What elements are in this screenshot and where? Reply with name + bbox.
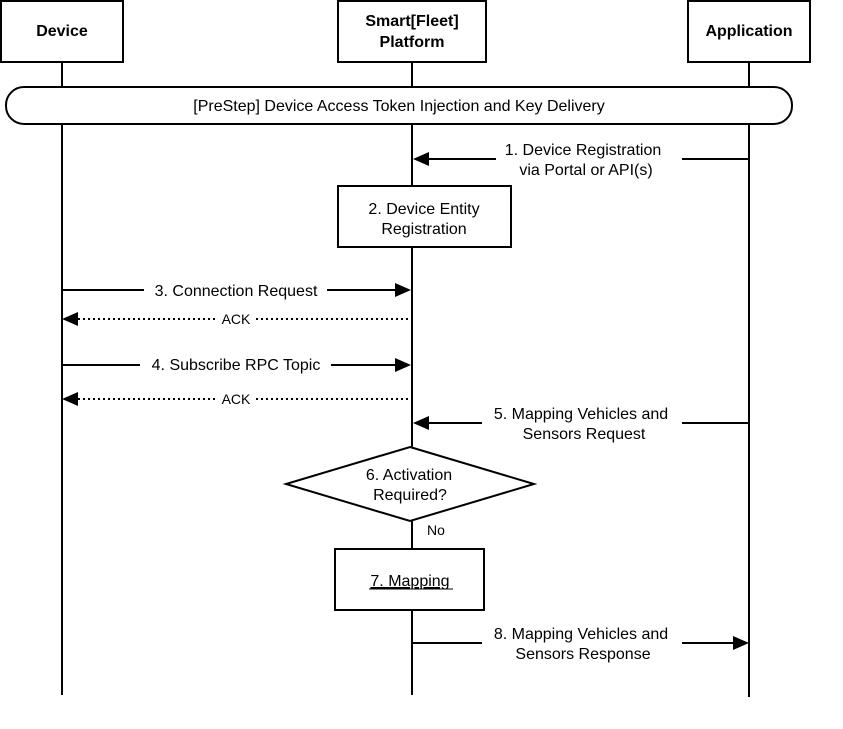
message-ack-1: ACK <box>62 311 412 327</box>
actor-device: Device <box>0 0 124 63</box>
message-3-connection-request: 3. Connection Request <box>62 283 411 300</box>
actor-device-label: Device <box>36 23 88 40</box>
message-4-subscribe-rpc-topic: 4. Subscribe RPC Topic <box>62 357 411 374</box>
ack-1-label: ACK <box>222 311 251 327</box>
step-6-activation-decision: 6. Activation Required? No <box>282 445 538 538</box>
message-5-mapping-request: 5. Mapping Vehicles and Sensors Request <box>413 406 749 443</box>
message-3-label: 3. Connection Request <box>155 283 318 300</box>
message-5-label-line2: Sensors Request <box>523 426 646 443</box>
step-2-device-entity-registration: 2. Device Entity Registration <box>337 185 512 248</box>
step-6-label-line2: Required? <box>373 487 447 504</box>
step-7-label: 7. Mapping <box>370 573 449 590</box>
ack-2-label: ACK <box>222 391 251 407</box>
step-2-label-line1: 2. Device Entity <box>368 201 479 218</box>
actor-platform-label-line1: Smart[Fleet] <box>365 13 458 30</box>
message-4-label: 4. Subscribe RPC Topic <box>152 357 321 374</box>
message-8-mapping-response: 8. Mapping Vehicles and Sensors Response <box>412 626 749 663</box>
message-1-label-line1: 1. Device Registration <box>505 142 662 159</box>
message-1-label-line2: via Portal or API(s) <box>519 162 652 179</box>
prestep-bar: [PreStep] Device Access Token Injection … <box>5 86 793 125</box>
prestep-label: [PreStep] Device Access Token Injection … <box>193 98 604 115</box>
message-1-device-registration: 1. Device Registration via Portal or API… <box>413 142 749 179</box>
actor-platform-label-line2: Platform <box>380 34 445 51</box>
actor-platform: Smart[Fleet] Platform <box>337 0 487 63</box>
step-6-no-label: No <box>427 522 445 538</box>
message-8-label-line2: Sensors Response <box>515 646 650 663</box>
message-ack-2: ACK <box>62 391 412 407</box>
step-2-label-line2: Registration <box>381 221 466 238</box>
actor-application: Application <box>687 0 811 63</box>
actor-application-label: Application <box>705 23 792 40</box>
message-8-label-line1: 8. Mapping Vehicles and <box>494 626 668 643</box>
step-7-mapping: 7. Mapping <box>334 548 485 611</box>
step-6-label-line1: 6. Activation <box>366 467 452 484</box>
message-5-label-line1: 5. Mapping Vehicles and <box>494 406 668 423</box>
